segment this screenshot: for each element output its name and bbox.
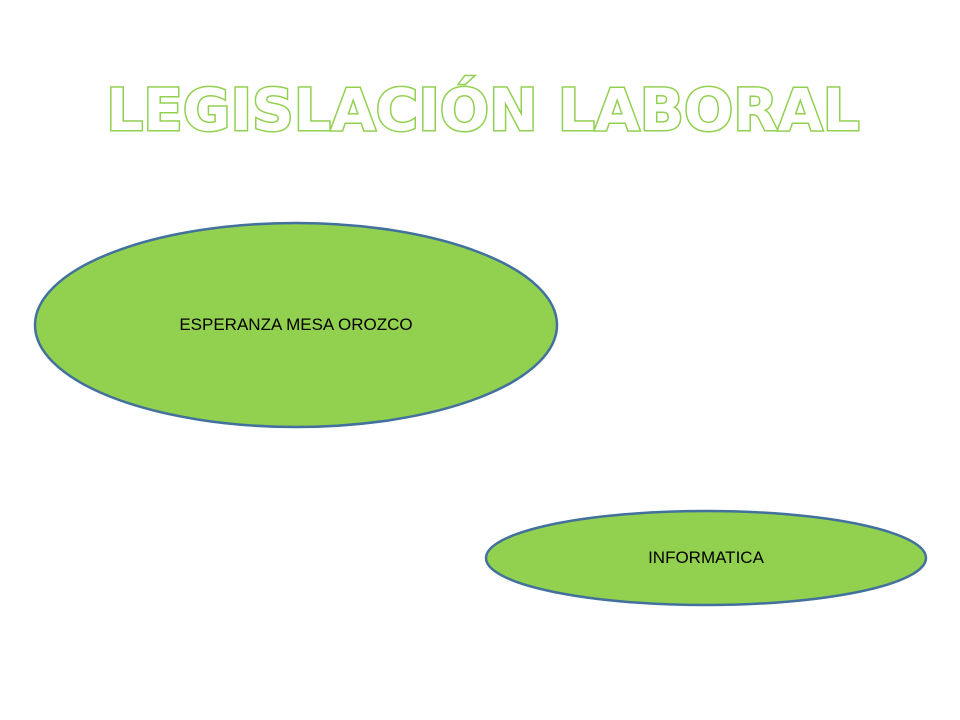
name-ellipse-label: ESPERANZA MESA OROZCO xyxy=(179,315,413,334)
subject-ellipse-label: INFORMATICA xyxy=(648,548,764,567)
slide-title-text: LEGISLACIÓN LABORAL xyxy=(106,75,859,144)
name-ellipse[interactable] xyxy=(33,221,559,429)
slide-title: LEGISLACIÓN LABORAL xyxy=(105,74,861,146)
subject-ellipse[interactable] xyxy=(484,509,928,607)
